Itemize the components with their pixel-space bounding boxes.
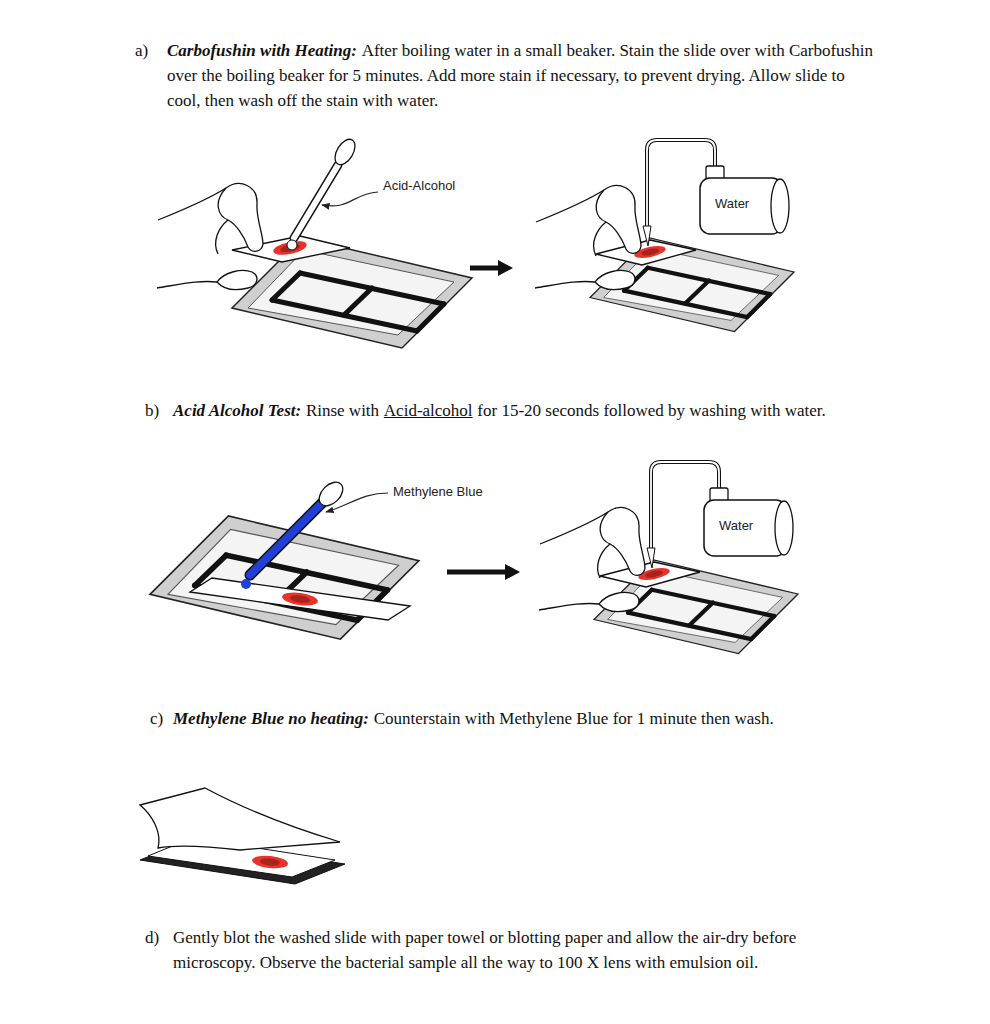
step-arrow	[447, 564, 520, 580]
step-paragraph: Carbofushin with Heating:After boiling w…	[167, 38, 879, 113]
acid-alcohol-figure	[157, 136, 472, 348]
step-text: Rinse with	[306, 401, 379, 420]
step-letter: a)	[135, 38, 148, 63]
step-paragraph: Acid Alcohol Test: Rinse with Acid-alcohol…	[173, 398, 878, 423]
step-text: for 15-20 seconds followed by washing wi…	[477, 401, 825, 420]
blotting-figure	[140, 788, 345, 884]
step-text: Counterstain with Methylene Blue for 1 m…	[374, 709, 774, 728]
step-text: Gently blot the washed slide with paper …	[173, 928, 796, 972]
step-letter: c)	[150, 706, 163, 731]
step-paragraph: Methylene Blue no heating: Counterstain w…	[173, 706, 878, 731]
bottle-label: Water	[719, 518, 753, 533]
step-letter: b)	[145, 398, 159, 423]
reagent-label: Methylene Blue	[393, 484, 483, 499]
step-heading: Methylene Blue no heating:	[173, 709, 369, 728]
bottle-label: Water	[715, 196, 749, 211]
methylene-blue-figure	[150, 478, 419, 639]
step-heading: Carbofushin with Heating:	[167, 41, 357, 60]
step-paragraph: Gently blot the washed slide with paper …	[173, 925, 878, 975]
step-heading: Acid Alcohol Test:	[173, 401, 301, 420]
step-text: Acid-alcohol	[384, 401, 473, 420]
step-letter: d)	[145, 925, 159, 950]
reagent-label: Acid-Alcohol	[383, 178, 455, 193]
step-arrow	[470, 260, 513, 276]
